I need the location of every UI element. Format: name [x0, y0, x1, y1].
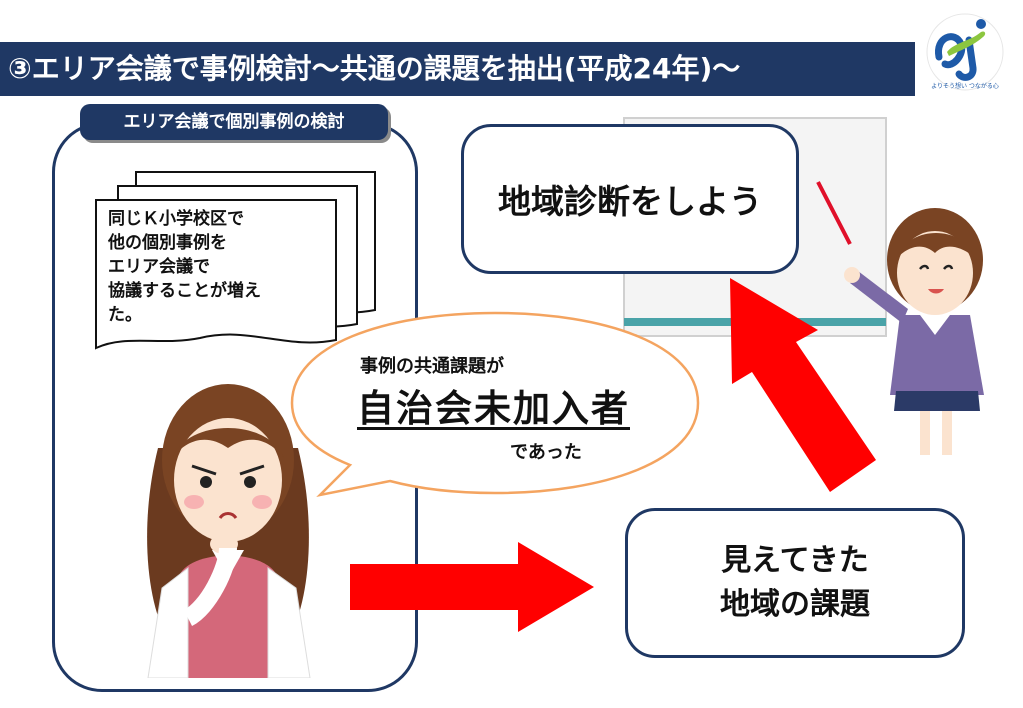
speech-bubble [290, 311, 700, 498]
bubble-intro: 事例の共通課題が [360, 356, 504, 377]
document-text: 同じＫ小学校区で 他の個別事例を エリア会議で 協議することが増え た。 [108, 207, 261, 327]
issue-box: 見えてきた 地域の課題 [625, 508, 965, 658]
document-stack-icon [95, 171, 376, 350]
bubble-ending: であった [510, 442, 582, 463]
page-title: ③エリア会議で事例検討～共通の課題を抽出(平成24年)～ [0, 42, 915, 96]
right-arrow-icon [350, 542, 594, 632]
diagnosis-box: 地域診断をしよう [461, 124, 799, 274]
organization-logo: よりそう想い つながる心 [926, 13, 1004, 91]
panel-tag: エリア会議で個別事例の検討 [80, 104, 388, 140]
logo-tagline: よりそう想い つながる心 [931, 82, 999, 90]
thinking-woman-illustration [147, 384, 311, 678]
doc-line: 他の個別事例を [108, 233, 227, 253]
issue-line-2: 地域の課題 [720, 587, 870, 622]
bubble-highlight: 自治会未加入者 [357, 387, 630, 430]
doc-line: エリア会議で [108, 257, 210, 277]
doc-line: 同じＫ小学校区で [108, 209, 244, 229]
presenter-woman-illustration [844, 208, 984, 455]
doc-line: 協議することが増え [108, 281, 261, 301]
doc-line: た。 [108, 305, 142, 325]
issue-line-1: 見えてきた [721, 543, 869, 578]
up-arrow-icon [730, 278, 876, 492]
